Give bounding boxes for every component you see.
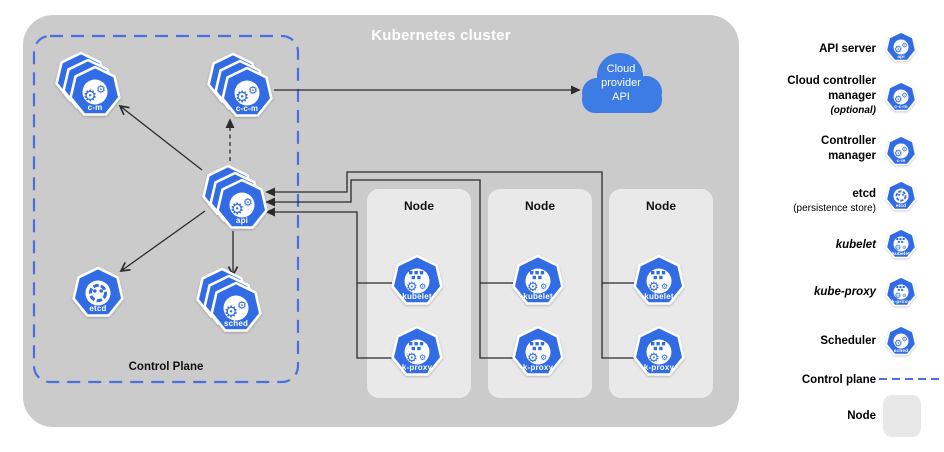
kubelet-icon: kubelet — [512, 254, 564, 305]
legend-kube-proxy-icon: k-proxy — [885, 276, 917, 307]
legend-sublabel-persistence-store: (persistence store) — [793, 203, 876, 214]
kubelet-icon: kubelet — [391, 254, 443, 305]
svg-text:c-m: c-m — [897, 159, 906, 164]
svg-text:k-proxy: k-proxy — [402, 363, 433, 372]
etcd-icon: etcd — [72, 266, 124, 317]
cloud-controller-manager-icon: c-c-m — [207, 52, 273, 117]
kubelet-icon: kubelet — [633, 254, 685, 305]
line-node3-to-api — [265, 171, 636, 359]
svg-text:kubelet: kubelet — [523, 292, 553, 301]
node-label: Node — [646, 199, 676, 213]
arrow-api-to-etcd — [119, 210, 206, 273]
svg-text:c-m: c-m — [88, 103, 103, 112]
svg-text:k-proxy: k-proxy — [892, 299, 910, 305]
legend-scheduler-icon: sched — [885, 325, 917, 356]
legend-label-kube-proxy: kube-proxy — [814, 286, 876, 298]
svg-text:kubelet: kubelet — [402, 292, 432, 301]
svg-text:api: api — [236, 216, 248, 225]
scheduler-icon: sched — [196, 267, 262, 332]
node-label: Node — [404, 199, 434, 213]
line-node2-to-api — [265, 179, 515, 359]
controller-manager-icon: c-m — [55, 51, 121, 116]
svg-text:sched: sched — [224, 319, 248, 328]
svg-text:api: api — [897, 54, 904, 60]
legend-control-plane-dashed-swatch — [879, 378, 943, 380]
legend-controller-manager-icon: c-m — [885, 135, 917, 166]
legend-etcd-icon: etcd — [885, 180, 917, 211]
legend-label-controller-manager: Controller manager — [821, 135, 876, 162]
legend-label-etcd: etcd (persistence store) — [776, 187, 876, 215]
legend-label-node: Node — [847, 410, 876, 422]
svg-text:k-proxy: k-proxy — [523, 363, 554, 372]
legend-cloud-controller-manager-icon: c-c-m — [885, 81, 917, 112]
kube-proxy-icon: k-proxy — [633, 325, 685, 376]
legend-label-control-plane: Control plane — [801, 374, 876, 386]
cloud-provider-api-label: Cloud provider API — [601, 63, 641, 103]
legend-label-kubelet: kubelet — [835, 239, 876, 251]
arrow-api-to-controller-manager — [118, 104, 203, 171]
legend-node-swatch — [883, 395, 921, 437]
legend-label-cloud-controller-manager: Cloud controller manager (optional) — [776, 74, 876, 117]
cluster-title: Kubernetes cluster — [371, 27, 511, 44]
svg-text:etcd: etcd — [89, 304, 106, 313]
svg-text:c-c-m: c-c-m — [894, 105, 907, 110]
legend-api-server-icon: api — [885, 31, 917, 62]
node-label: Node — [525, 199, 555, 213]
legend: API server api Cloud controller manager … — [760, 0, 944, 452]
control-plane-label: Control Plane — [128, 361, 204, 373]
svg-text:kubelet: kubelet — [892, 251, 910, 257]
legend-label-scheduler: Scheduler — [820, 335, 876, 347]
svg-text:k-proxy: k-proxy — [644, 363, 675, 372]
legend-label-api-server: API server — [819, 43, 876, 55]
arrow-group — [118, 85, 638, 359]
svg-text:c-c-m: c-c-m — [236, 104, 258, 113]
api-server-icon: api — [202, 164, 268, 229]
svg-text:kubelet: kubelet — [644, 292, 674, 301]
svg-text:etcd: etcd — [896, 203, 906, 209]
kube-proxy-icon: k-proxy — [391, 325, 443, 376]
legend-sublabel-optional: (optional) — [830, 105, 876, 116]
legend-kubelet-icon: kubelet — [885, 228, 917, 259]
control-plane-dashed-border — [32, 34, 300, 384]
kube-proxy-icon: k-proxy — [512, 325, 564, 376]
line-node1-to-api — [265, 207, 395, 359]
svg-text:sched: sched — [894, 348, 908, 354]
cloud-shape — [582, 53, 662, 113]
